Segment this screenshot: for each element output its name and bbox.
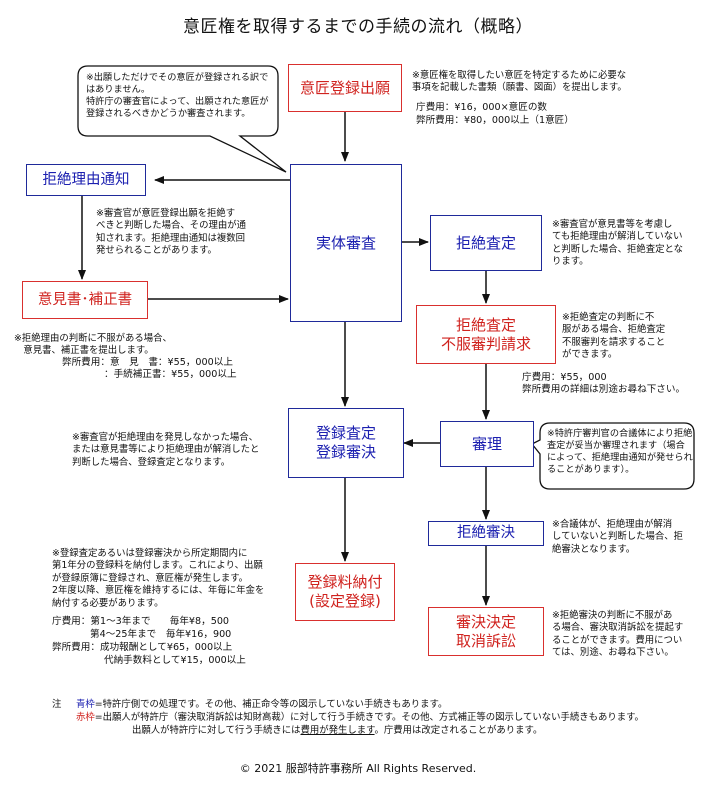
note-appeal-firm-fee: 弊所費用の詳細は別途お尋ね下さい。 [522,384,686,395]
legend-blue-text: =特許庁側での処理です。その他、補正命令等の図示していない手続きもあります。 [94,699,448,710]
box-application: 意匠登録出願 [288,64,402,112]
box-appeal-request: 拒絶査定 不服審判請求 [416,305,556,364]
note-opinion-fee-1: 弊所費用：意 見 書：¥55，000以上 [62,357,233,368]
note-appeal-office-fee: 庁費用：¥55，000 [522,372,607,383]
note-lawsuit: ※拒絶審決の判断に不服があ る場合、審決取消訴訟を提起す ることができます。費用… [552,610,684,659]
note-opinion-fee-2: ：手続補正書：¥55，000以上 [104,369,237,380]
note-application-firm-fee: 弊所費用：¥80，000以上（1意匠） [416,115,574,126]
page-title: 意匠権を取得するまでの手続の流れ（概略） [183,17,533,37]
bubble-trial-explanation: ※特許庁審判官の合議体により拒絶査定が妥当か審理されます（場合によって、拒絶理由… [547,428,693,476]
legend-red-text: =出願人が特許庁（審決取消訴訟は知財高裁）に対して行う手続きです。その他、方式補… [94,712,644,723]
box-registration-fee: 登録料納付 (設定登録) [295,563,395,621]
box-final-rejection: 拒絶査定 [430,215,542,271]
note-application-office-fee: 庁費用：¥16，000×意匠の数 [416,102,548,113]
box-appeal-rejection: 拒絶審決 [428,521,544,546]
box-revocation-lawsuit: 審決決定 取消訴訟 [428,607,544,656]
legend-fee-pre: 出願人が特許庁に対して行う手続きには [132,725,301,736]
legend-mark: 注 [52,699,62,710]
legend-blue-line: 青枠=特許庁側での処理です。その他、補正命令等の図示していない手続きもあります。 [76,699,447,711]
box-registration-decision: 登録査定 登録審決 [288,408,404,478]
legend-red-label: 赤枠 [76,712,95,723]
box-examination: 実体審査 [290,164,402,322]
copyright-footer: © 2021 服部特許事務所 All Rights Reserved. [239,762,477,775]
bubble-examination-explanation: ※出願しただけでその意匠が登録される訳ではありません。 特許庁の審査官によって、… [86,72,269,120]
note-final-rejection: ※審査官が意見書等を考慮し ても拒絶理由が解消していない と判断した場合、拒絶査… [552,219,683,268]
note-appeal-rejection: ※合議体が、拒絶理由が解消 していないと判断した場合、拒 絶審決となります。 [552,519,683,555]
box-opinion-amendment: 意見書･補正書 [22,281,148,319]
legend-fee-line: 出願人が特許庁に対して行う手続きには費用が発生します。庁費用は改定されることがあ… [132,725,542,737]
note-fee-line-1: 庁費用：第1～3年まで 毎年¥8，500 [52,616,230,627]
legend-fee-underlined: 費用が発生します [300,725,375,736]
note-application: ※意匠権を取得したい意匠を特定するために必要な 事項を記載した書類（願書、図面）… [412,70,627,94]
legend-red-line: 赤枠=出願人が特許庁（審決取消訴訟は知財高裁）に対して行う手続きです。その他、方… [76,712,644,724]
note-fee-line-2: 第4～25年まで 毎年¥16，900 [90,629,232,640]
box-trial: 審理 [440,421,534,467]
note-fee-line-4: 代納手数料として¥15，000以上 [104,655,246,666]
note-registration-fee: ※登録査定あるいは登録審決から所定期間内に 第1年分の登録料を納付します。これに… [52,548,265,609]
note-opinion: ※拒絶理由の判断に不服がある場合、 意見書、補正書を提出します。 [14,333,172,357]
legend-fee-post: 。庁費用は改定されることがあります。 [374,725,543,736]
note-registration-decision: ※審査官が拒絶理由を発見しなかった場合、 または意見書等により拒絶理由が解消した… [72,432,260,468]
legend-blue-label: 青枠 [76,699,95,710]
note-appeal: ※拒絶査定の判断に不 服がある場合、拒絶査定 不服審判を請求すること ができます… [562,312,666,361]
note-rejection-notice: ※審査官が意匠登録出願を拒絶す べきと判断した場合、その理由が通 知されます。拒… [96,208,247,257]
box-rejection-notice: 拒絶理由通知 [26,164,146,196]
note-fee-line-3: 弊所費用：成功報酬として¥65，000以上 [52,642,233,653]
